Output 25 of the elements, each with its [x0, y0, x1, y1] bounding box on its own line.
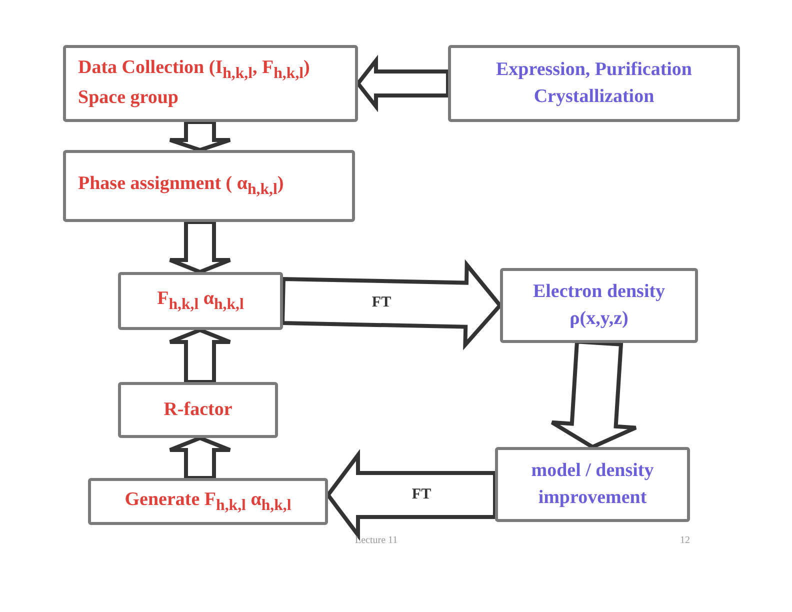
process-box — [448, 45, 740, 122]
block-arrow — [168, 436, 232, 480]
box-text: F$_{h,k,l}$ α$_{h,k,l}$ — [157, 287, 244, 315]
block-arrow — [355, 54, 450, 112]
block-arrow — [280, 259, 503, 350]
box-text: Phase assignment ( α$_{h,k,l}$) — [78, 172, 284, 200]
process-box — [118, 382, 278, 438]
process-box — [63, 45, 358, 122]
box-text: Expression, Purification Crystallization — [495, 58, 693, 108]
box-text: Data Collection (I$_{h,k,l}$, F$_{h,k,l}$) Space group — [78, 56, 311, 110]
block-arrow — [168, 220, 232, 274]
block-arrow — [168, 328, 232, 384]
box-text: Generate F$_{h,k,l}$ α$_{h,k,l}$ — [124, 488, 292, 516]
process-box — [63, 150, 355, 222]
block-arrow — [326, 449, 497, 541]
box-text: model / density improvement — [530, 458, 655, 510]
process-box — [495, 447, 690, 522]
block-arrow — [168, 120, 232, 152]
process-box — [118, 272, 283, 330]
process-box — [500, 268, 698, 343]
page-number: 12 — [680, 535, 690, 546]
box-text: R-factor — [164, 398, 232, 422]
footer-text: Lecture 11 — [355, 535, 398, 546]
process-box — [88, 478, 328, 525]
box-text: Electron density ρ(x,y,z) — [532, 280, 666, 330]
